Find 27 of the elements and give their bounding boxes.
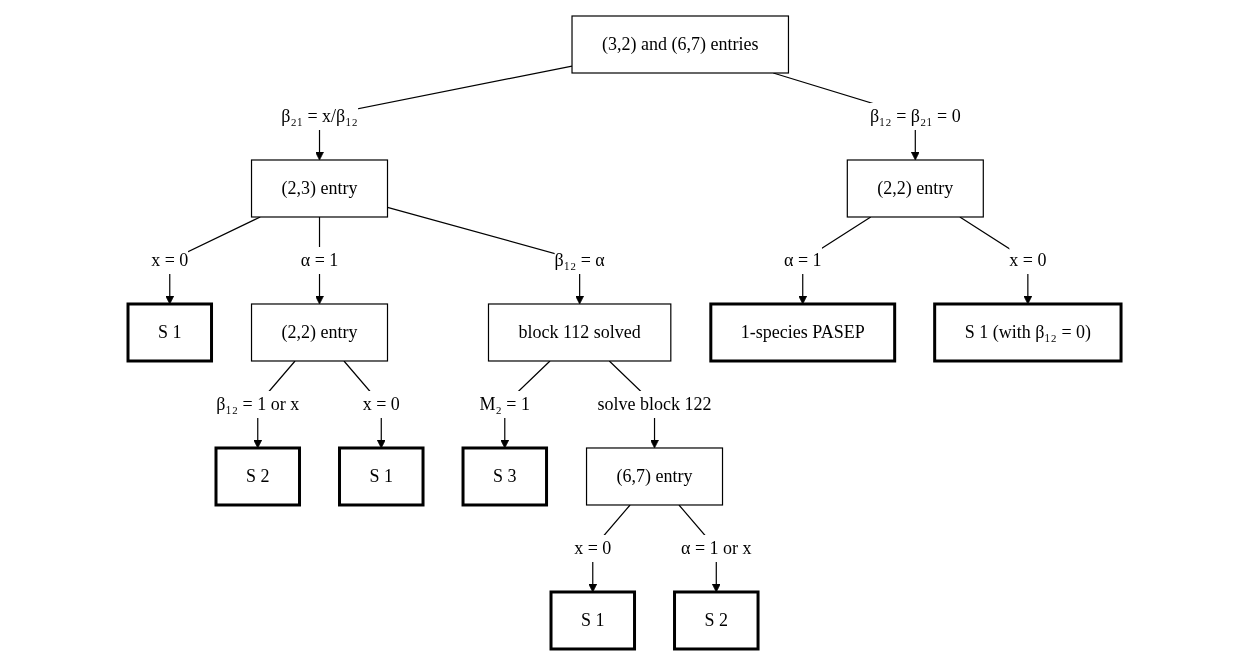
edge-label: α = 1: [784, 249, 823, 270]
edge-label: x = 0: [574, 537, 612, 558]
node-box: S 2: [673, 590, 760, 650]
edge-label: M₂ = 1: [480, 393, 531, 414]
node-box: 1-species PASEP: [709, 302, 897, 362]
edge-label: solve block 122: [598, 393, 712, 414]
edge-label: β₁₂ = α: [554, 249, 606, 270]
edge-label: α = 1: [301, 249, 339, 270]
node-box: S 2: [214, 446, 302, 506]
node-box: (2,2) entry: [847, 158, 985, 218]
node-box: (2,2) entry: [251, 302, 389, 362]
node-box: S 3: [462, 446, 549, 506]
node-box: S 1: [550, 590, 637, 650]
edge-label: x = 0: [363, 393, 401, 414]
node-box: block 112 solved: [488, 302, 672, 362]
edge-label: x = 0: [1009, 249, 1047, 270]
edge-label: β₁₂ = β₂₁ = 0: [870, 105, 962, 126]
edge-label: β₁₂ = 1 or x: [216, 393, 300, 414]
node-box: S 1 (with β₁₂ = 0): [933, 302, 1123, 362]
edge-label: α = 1 or x: [681, 537, 753, 558]
node-box: (2,3) entry: [251, 158, 389, 218]
edge-label: x = 0: [151, 249, 189, 270]
node-box: (6,7) entry: [586, 446, 724, 506]
edge-label: β₂₁ = x/β₁₂: [281, 105, 359, 126]
node-box: S 1: [338, 446, 425, 506]
node-box: (3,2) and (6,7) entries: [571, 14, 790, 74]
node-box: S 1: [126, 302, 214, 362]
